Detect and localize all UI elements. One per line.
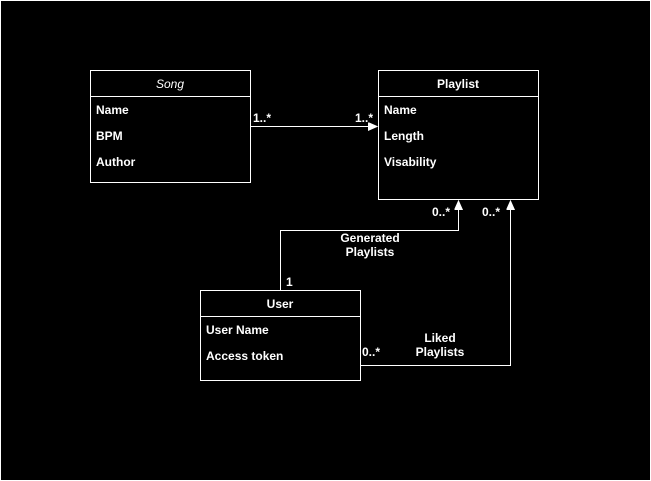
- class-user-box: [200, 290, 361, 381]
- class-playlist-attr-visability: Visability: [384, 155, 437, 169]
- assoc-liked-label-1: Liked: [424, 331, 455, 345]
- assoc-song-playlist-source-mult: 1..*: [253, 111, 271, 125]
- class-song[interactable]: Song Name BPM Author: [90, 70, 251, 183]
- class-song-box: [90, 70, 251, 183]
- class-user-attr-username: User Name: [206, 323, 269, 337]
- class-playlist[interactable]: Playlist Name Length Visability: [378, 70, 539, 200]
- class-song-attr-author: Author: [96, 155, 136, 169]
- class-user-attr-access-token: Access token: [206, 349, 283, 363]
- class-song-attr-name: Name: [96, 103, 129, 117]
- class-song-title: Song: [156, 77, 184, 91]
- class-user[interactable]: User User Name Access token: [200, 290, 361, 381]
- class-song-attr-bpm: BPM: [96, 129, 123, 143]
- class-playlist-box: [378, 70, 539, 200]
- class-user-title: User: [267, 297, 294, 311]
- assoc-liked-playlists[interactable]: Liked Playlists 0..* 0..*: [360, 202, 511, 366]
- assoc-song-playlist[interactable]: 1..* 1..*: [250, 111, 377, 127]
- assoc-generated-line: [280, 202, 459, 291]
- assoc-liked-label-2: Playlists: [416, 345, 465, 359]
- class-playlist-title: Playlist: [437, 77, 479, 91]
- assoc-liked-target-mult: 0..*: [482, 205, 500, 219]
- class-playlist-attr-length: Length: [384, 129, 424, 143]
- assoc-generated-label-2: Playlists: [346, 245, 395, 259]
- assoc-generated-target-mult: 0..*: [432, 205, 450, 219]
- class-playlist-attr-name: Name: [384, 103, 417, 117]
- assoc-liked-source-mult: 0..*: [362, 345, 380, 359]
- assoc-song-playlist-target-mult: 1..*: [355, 111, 373, 125]
- assoc-generated-label-1: Generated: [340, 231, 399, 245]
- assoc-liked-line: [360, 202, 511, 366]
- assoc-generated-playlists[interactable]: Generated Playlists 1 0..*: [280, 202, 459, 291]
- assoc-generated-source-mult: 1: [286, 275, 293, 289]
